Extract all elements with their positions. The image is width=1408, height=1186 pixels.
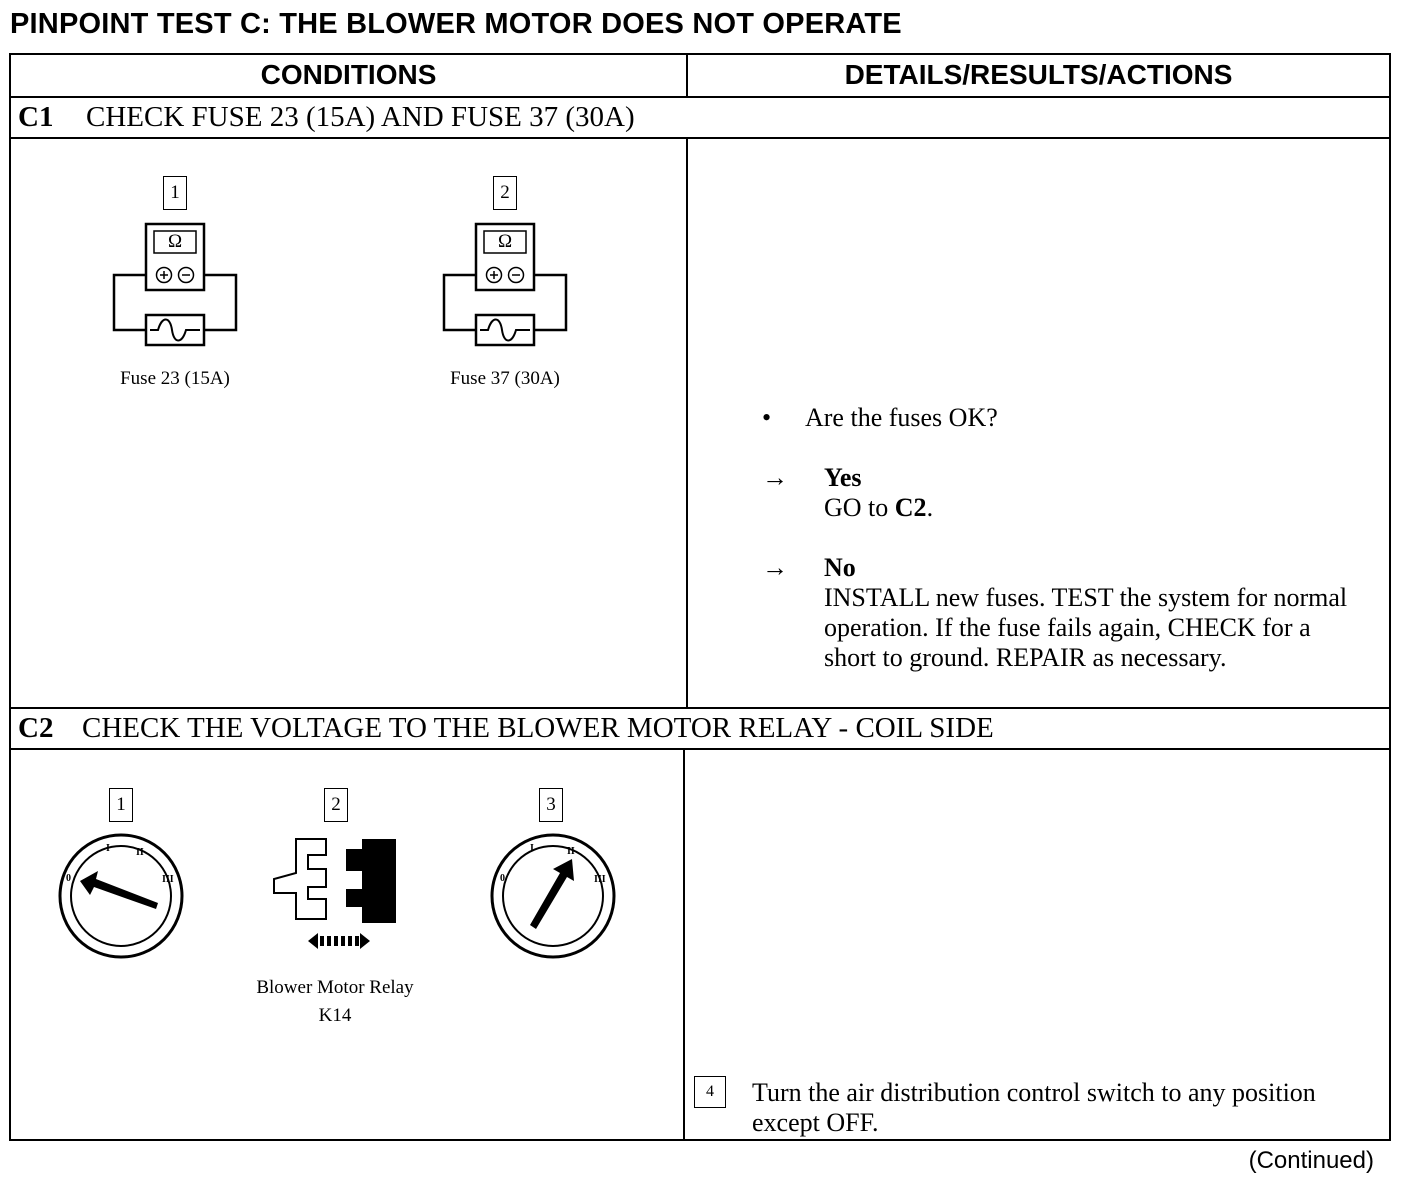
details-header: DETAILS/RESULTS/ACTIONS xyxy=(844,59,1233,90)
step-id: C1 xyxy=(18,101,54,133)
conditions-header: CONDITIONS xyxy=(260,59,437,90)
ohmmeter-fuse-icon xyxy=(442,222,568,347)
arrow-icon: → xyxy=(762,463,788,492)
no-label: No xyxy=(824,553,856,582)
arrow-icon: → xyxy=(762,553,788,582)
step-title: CHECK FUSE 23 (15A) AND FUSE 37 (30A) xyxy=(86,101,635,133)
instruction-text: Turn the air distribution control switch… xyxy=(752,1078,1316,1137)
instruction-number: 4 xyxy=(694,1076,726,1108)
c2-top-divider xyxy=(9,707,1391,709)
step-c2-heading: C2 CHECK THE VOLTAGE TO THE BLOWER MOTOR … xyxy=(18,712,994,745)
bullet-icon: • xyxy=(762,403,772,432)
step-id: C2 xyxy=(18,712,54,744)
switch-position-label: 0 xyxy=(500,873,505,884)
switch-position-label: 0 xyxy=(66,873,71,884)
relay-connector-icon xyxy=(273,838,396,949)
c1-heading-divider xyxy=(9,137,1391,139)
switch-position-label: II xyxy=(567,846,575,857)
test-table xyxy=(9,53,1391,1141)
c2-heading-divider xyxy=(9,748,1391,750)
step-title: CHECK THE VOLTAGE TO THE BLOWER MOTOR RE… xyxy=(82,712,994,744)
figure-caption: Fuse 37 (30A) xyxy=(450,368,560,389)
header-column-divider xyxy=(686,53,688,98)
switch-position-label: III xyxy=(162,874,174,885)
c2-column-divider xyxy=(683,748,685,1141)
ohm-symbol: Ω xyxy=(167,231,183,252)
figure-number: 3 xyxy=(539,788,563,822)
yes-label: Yes xyxy=(824,463,862,492)
figure-caption: Fuse 23 (15A) xyxy=(120,368,230,389)
figure-number: 1 xyxy=(163,176,187,210)
c1-column-divider xyxy=(686,137,688,709)
yes-action: GO to C2. xyxy=(824,493,934,522)
page-title: PINPOINT TEST C: THE BLOWER MOTOR DOES N… xyxy=(10,8,902,40)
header-divider xyxy=(9,96,1391,98)
ignition-switch-icon xyxy=(490,833,616,959)
ohm-symbol: Ω xyxy=(497,231,513,252)
no-action: INSTALL new fuses. TEST the system for n… xyxy=(824,583,1348,672)
figure-number: 1 xyxy=(109,788,133,822)
goto-step-link[interactable]: C2 xyxy=(894,493,927,522)
continued-label: (Continued) xyxy=(1248,1147,1374,1174)
step-c1-heading: C1 CHECK FUSE 23 (15A) AND FUSE 37 (30A) xyxy=(18,101,635,134)
figure-number: 2 xyxy=(324,788,348,822)
figure-caption: K14 xyxy=(318,1005,352,1026)
figure-caption: Blower Motor Relay xyxy=(256,977,414,998)
question-text: Are the fuses OK? xyxy=(805,403,998,432)
switch-position-label: III xyxy=(594,874,606,885)
switch-position-label: I xyxy=(530,843,534,854)
switch-position-label: I xyxy=(106,843,110,854)
ignition-switch-icon xyxy=(58,833,184,959)
figure-number: 2 xyxy=(493,176,517,210)
switch-position-label: II xyxy=(136,847,144,858)
ohmmeter-fuse-icon xyxy=(112,222,238,347)
